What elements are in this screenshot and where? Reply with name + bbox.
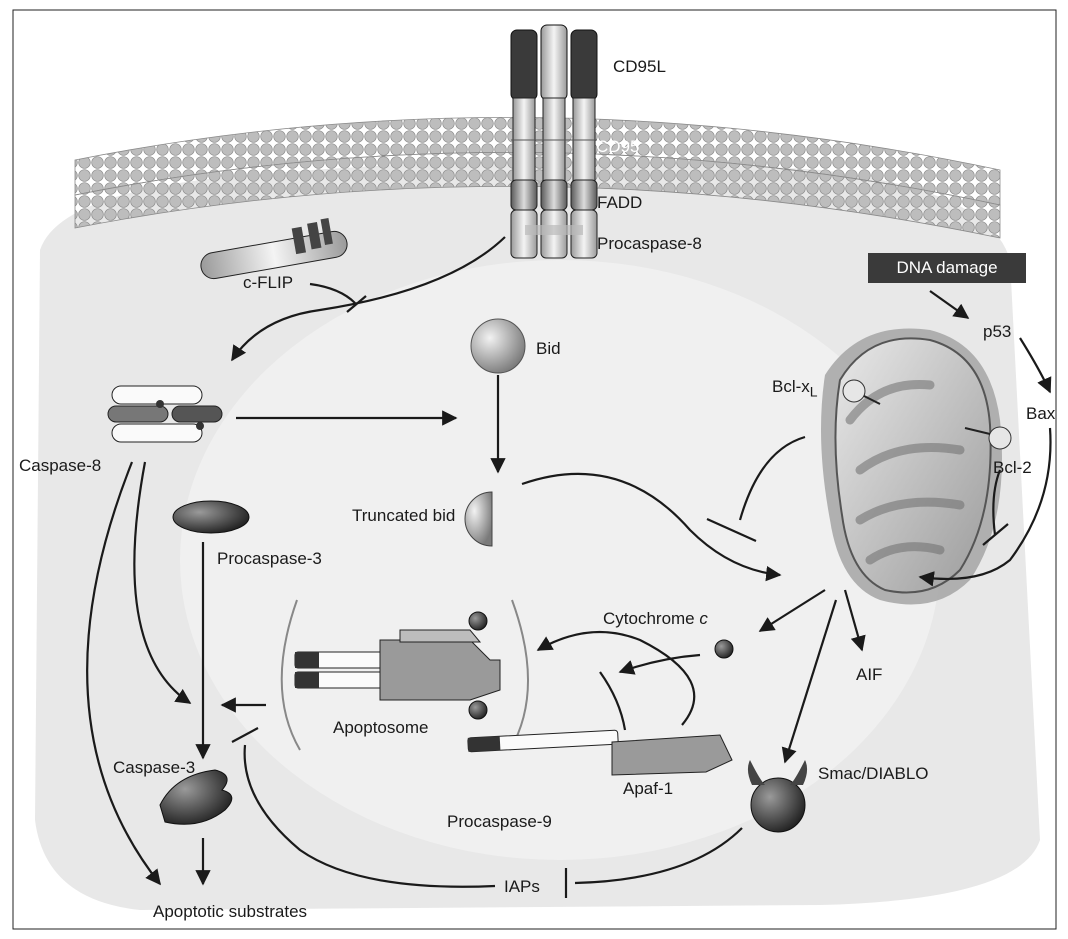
label-cd95l: CD95L: [613, 58, 666, 75]
cd95-receptor-complex: [511, 25, 597, 258]
label-bcl2: Bcl-2: [993, 459, 1032, 476]
label-apaf1: Apaf-1: [623, 780, 673, 797]
label-caspase3: Caspase-3: [113, 759, 195, 776]
cd95-receptor: [511, 98, 597, 183]
label-apoptosome: Apoptosome: [333, 719, 428, 736]
label-procaspase8: Procaspase-8: [597, 235, 702, 252]
label-truncated-bid: Truncated bid: [352, 507, 455, 524]
procaspase3-protein: [173, 501, 249, 533]
fadd-adaptor: [511, 180, 597, 210]
dna-damage-box: DNA damage: [868, 253, 1026, 283]
mitochondrion: [821, 328, 1002, 604]
label-bcl-xl: Bcl-xL: [772, 378, 818, 398]
cd95l-ligand: [511, 25, 597, 100]
label-aif: AIF: [856, 666, 882, 683]
label-c-flip: c-FLIP: [243, 274, 293, 291]
label-bid: Bid: [536, 340, 561, 357]
bid-protein: [471, 319, 525, 373]
label-bax: Bax: [1026, 405, 1055, 422]
label-procaspase9: Procaspase-9: [447, 813, 552, 830]
label-p53: p53: [983, 323, 1011, 340]
label-bcl-xl-main: Bcl-x: [772, 377, 810, 396]
label-cytochrome: Cytochrome: [603, 609, 699, 628]
label-cytochrome-c: Cytochrome c: [603, 610, 708, 627]
label-apoptotic-substrates: Apoptotic substrates: [153, 903, 307, 920]
label-iaps: IAPs: [504, 878, 540, 895]
label-cd95: CD95: [596, 138, 639, 155]
bcl2-protein: [989, 427, 1011, 449]
label-smac-diablo: Smac/DIABLO: [818, 765, 929, 782]
label-fadd: FADD: [597, 194, 642, 211]
label-procaspase3: Procaspase-3: [217, 550, 322, 567]
label-caspase8: Caspase-8: [19, 457, 101, 474]
label-bcl-xl-sub: L: [810, 383, 818, 399]
label-cytochrome-italic-c: c: [699, 609, 708, 628]
cytochrome-c-molecule: [715, 640, 733, 658]
procaspase8-cluster: [511, 210, 597, 258]
bcl-xl-protein: [843, 380, 865, 402]
